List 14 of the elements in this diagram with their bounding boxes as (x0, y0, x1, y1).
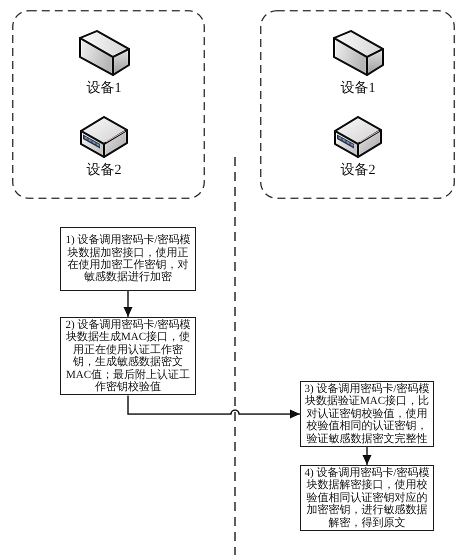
device-label: 设备1 (86, 80, 122, 98)
device-label: 设备1 (340, 80, 376, 98)
process-box (60, 227, 196, 291)
step-text: 4) 设备调用密码卡/密码模块数据解密接口，使用校验值相同认证密钥对应的加密密钥，进行敏感数据解密，得到原文 (304, 467, 430, 530)
arrow (362, 447, 372, 465)
step-text: 1) 设备调用密码卡/密码模块数据加密接口，使用正在使用加密工作密钥，对敏感数据进行加密 (64, 234, 192, 284)
dashed-group-frame (260, 10, 455, 199)
device-label: 设备2 (340, 162, 376, 180)
device-label: 设备2 (86, 162, 122, 180)
dashed-group-frame (12, 10, 205, 199)
arrow (124, 291, 132, 317)
arrow (127, 395, 300, 419)
step-text: 3) 设备调用密码卡/密码模块数据验证MAC接口，比对认证密钥校验值，使用校验值相同的认证密钥，验证敏感数据密文完整性 (304, 383, 430, 446)
step-text: 2) 设备调用密码卡/密码模块数据生成MAC接口，使用正在使用认证工作密钥，生成敏感数据密文MAC值；最后附上认证工作密钥校验值 (64, 319, 192, 394)
